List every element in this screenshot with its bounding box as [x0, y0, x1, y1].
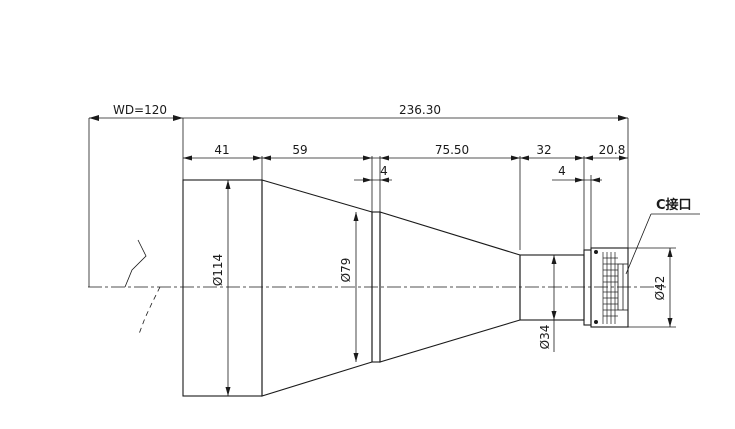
gap-a-arrow-r — [380, 177, 389, 183]
gap-b-arrow-l — [575, 177, 584, 183]
c-mount-dot-bottom — [594, 320, 598, 324]
seg5-arrow-l — [584, 155, 593, 161]
wd-arrow-left — [89, 115, 99, 121]
seg2-arrow-r — [363, 155, 372, 161]
seg4-arrow-l — [520, 155, 529, 161]
seg5-label: 20.8 — [599, 143, 626, 157]
c-mount-leader — [625, 213, 652, 275]
dia-mount-arrow-bottom — [667, 318, 673, 327]
dia-front-arrow-top — [225, 180, 231, 189]
seg1-label: 41 — [214, 143, 229, 157]
seg1-arrow-r — [253, 155, 262, 161]
dia-rear-arrow-top — [551, 255, 557, 264]
seg2-arrow-l — [262, 155, 271, 161]
seg3-arrow-r — [511, 155, 520, 161]
gap-b-label: 4 — [558, 164, 566, 178]
tapered-barrel-1 — [261, 179, 373, 397]
rear-ring — [583, 249, 592, 326]
dia-mid-arrow-bottom — [353, 353, 359, 362]
seg1-arrow-l — [183, 155, 192, 161]
dia-front-label: Ø114 — [211, 254, 225, 286]
total-arrow-right — [618, 115, 628, 121]
dia-mount-arrow-top — [667, 248, 673, 257]
gap-a-arrow-l — [363, 177, 372, 183]
total-length-label: 236.30 — [399, 103, 441, 117]
front-barrel — [182, 179, 263, 397]
gap-b-arrow-r — [591, 177, 600, 183]
gap-a-label: 4 — [380, 164, 388, 178]
c-mount-body — [590, 247, 629, 328]
wd-arrow-right — [173, 115, 183, 121]
dia-mid-label: Ø79 — [339, 258, 353, 283]
c-mount-knurl — [602, 252, 618, 324]
dia-front-arrow-bottom — [225, 387, 231, 396]
seg5-arrow-r — [619, 155, 628, 161]
seg3-label: 75.50 — [435, 143, 469, 157]
seg4-label: 32 — [536, 143, 551, 157]
break-symbol-upper — [124, 239, 147, 288]
rear-barrel — [519, 254, 585, 321]
dia-mid-arrow-top — [353, 212, 359, 221]
seg2-label: 59 — [292, 143, 307, 157]
seg4-arrow-r — [575, 155, 584, 161]
c-mount-label: C接口 — [656, 197, 692, 213]
dia-rear-label: Ø34 — [538, 325, 552, 350]
dia-rear-arrow-bottom — [551, 311, 557, 320]
dia-mount-label: Ø42 — [653, 276, 667, 301]
break-symbol-lower — [138, 286, 161, 335]
c-mount-dot-top — [594, 250, 598, 254]
wd-label: WD=120 — [113, 103, 167, 117]
seg3-arrow-l — [380, 155, 389, 161]
